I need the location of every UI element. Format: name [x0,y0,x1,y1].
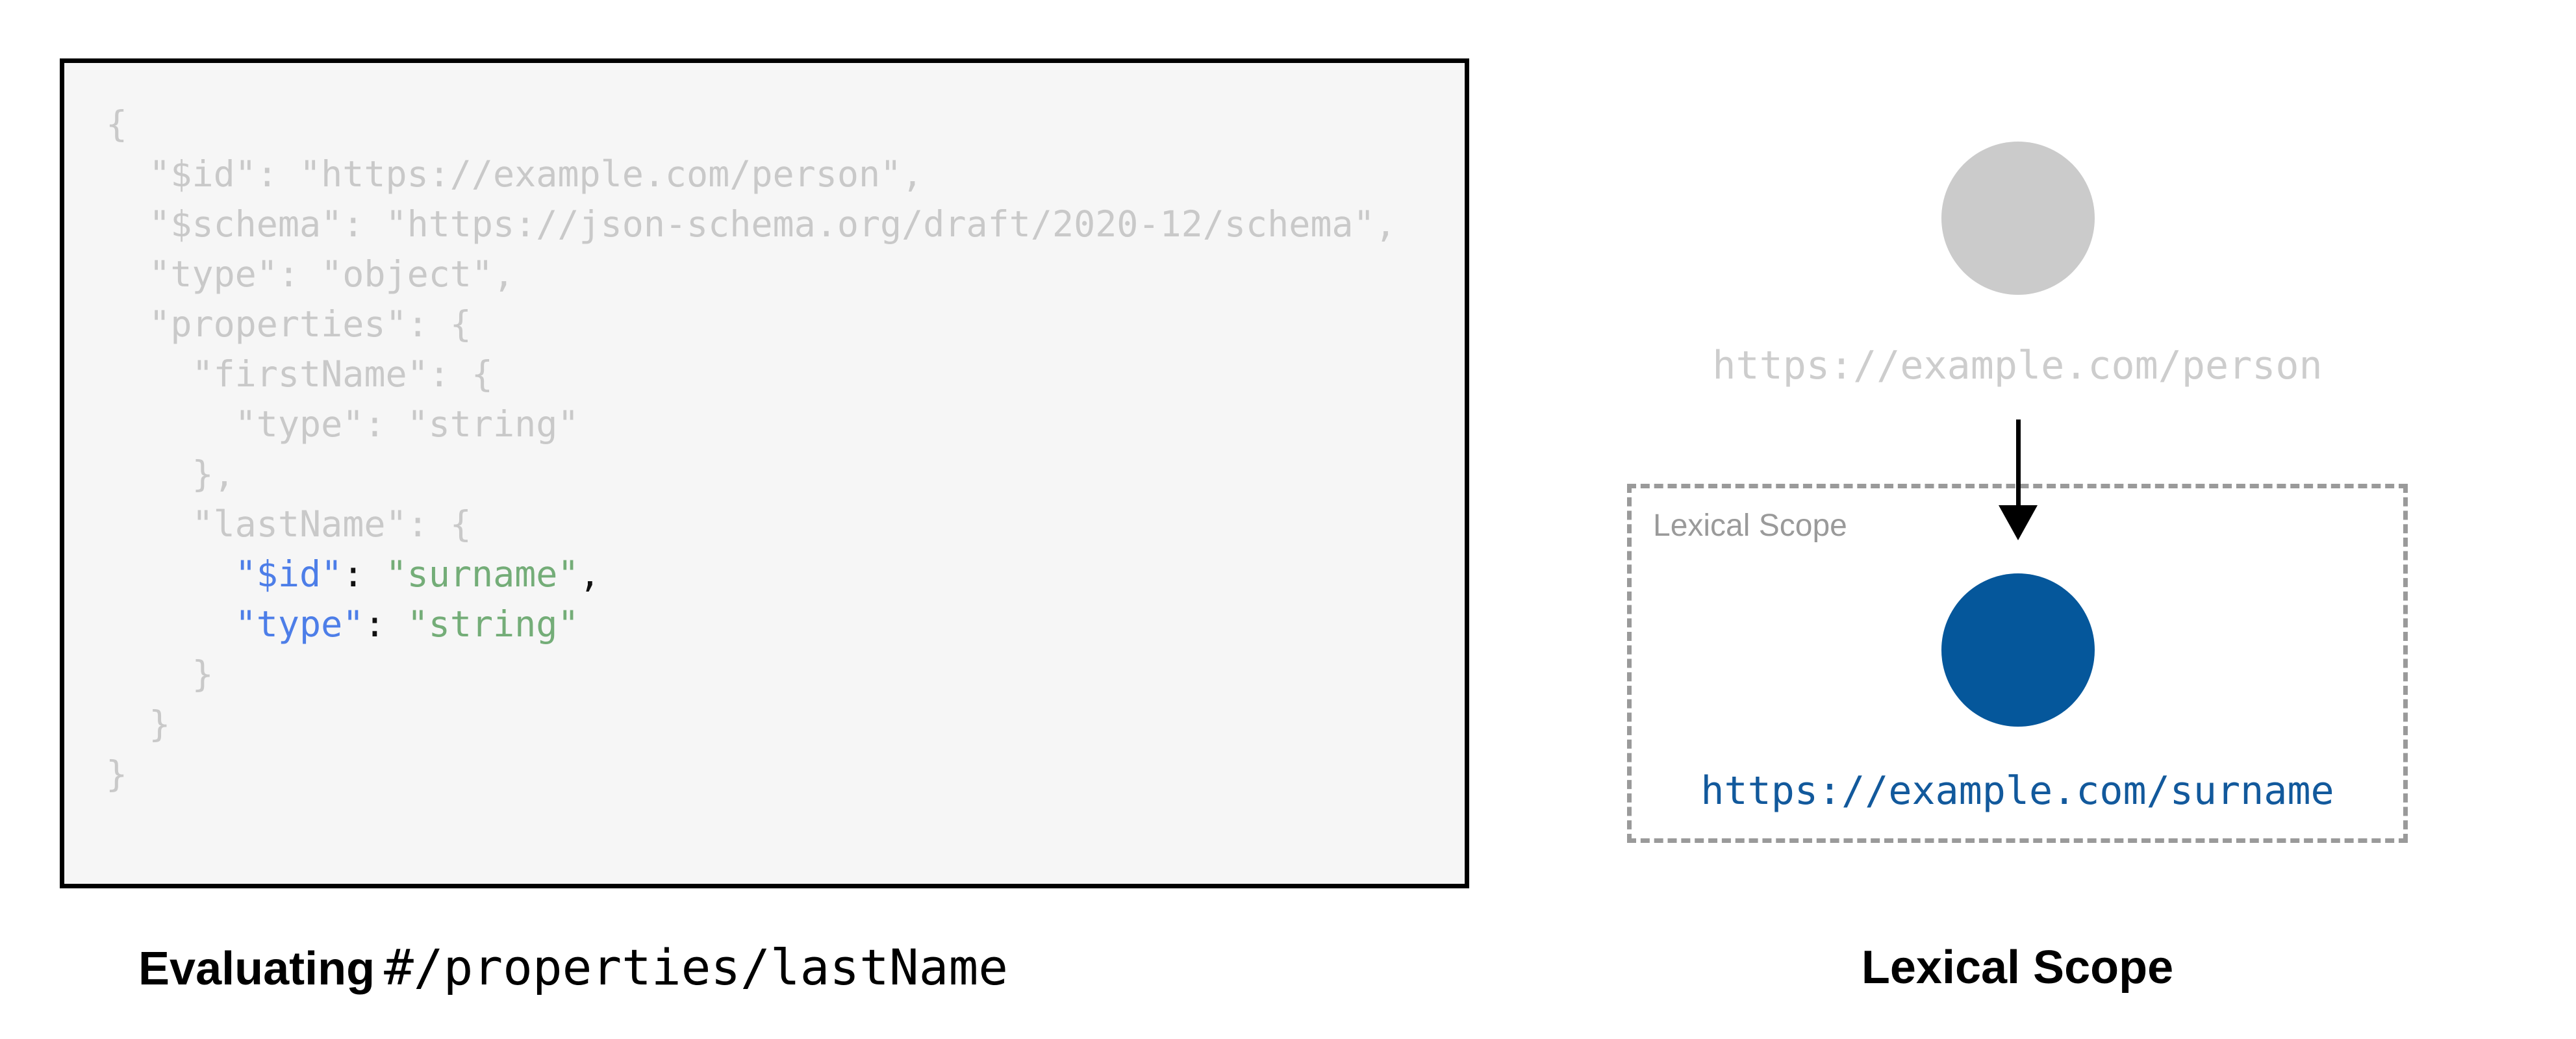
code-line: "properties": { [106,303,472,345]
code-line: { [106,103,128,145]
parent-schema-uri: https://example.com/person [1712,343,2323,388]
arrow-line [2016,419,2021,512]
parent-schema-node-circle [1941,142,2095,295]
code-line: }, [106,453,235,495]
arrow-down-icon [1999,419,2038,540]
code-line: } [106,753,128,795]
code-line: "$id": "https://example.com/person", [106,153,924,195]
code-line: "type": "string" [106,403,579,445]
code-line: "firstName": { [106,353,494,395]
code-line: "$schema": "https://json-schema.org/draf… [106,203,1396,245]
arrow-head [1999,505,2038,540]
code-line: "type": "string" [234,603,579,645]
child-schema-node-circle [1941,573,2095,727]
code-line: } [106,653,214,695]
code-line: } [106,703,171,745]
right-caption: Lexical Scope [1861,942,2174,994]
json-schema-code: { "$id": "https://example.com/person", "… [64,63,1465,799]
json-schema-code-block: { "$id": "https://example.com/person", "… [60,58,1469,888]
code-line: "lastName": { [106,503,472,545]
left-caption-json-pointer: #/properties/lastName [384,938,1008,996]
child-schema-uri: https://example.com/surname [1700,768,2334,814]
lexical-scope-box-label: Lexical Scope [1653,508,1847,543]
left-caption-evaluating: Evaluating [138,943,375,995]
code-line: "type": "object", [106,253,515,295]
code-line: "$id": "surname", [234,553,601,595]
left-caption: Evaluating#/properties/lastName [138,938,1008,998]
